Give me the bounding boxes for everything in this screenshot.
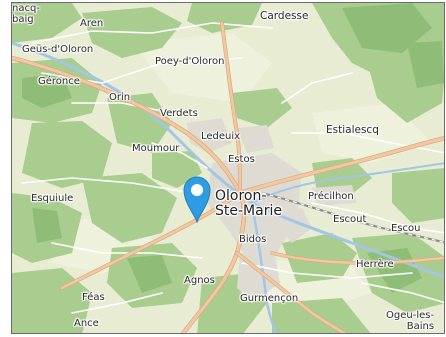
- railway: [261, 192, 444, 244]
- place-label-herrere: Herrère: [356, 259, 394, 270]
- place-label-precilhon: Précilhon: [308, 191, 354, 202]
- map-view[interactable]: nacq- baig Aren Cardesse Geüs-d'Oloron P…: [11, 2, 445, 334]
- place-label-verdets: Verdets: [160, 108, 198, 119]
- place-label-escout: Escout: [333, 214, 367, 225]
- place-label-oloron-ste-marie: Oloron- Ste-Marie: [215, 188, 282, 219]
- map-tiles[interactable]: [12, 3, 445, 334]
- forest-dense: [22, 3, 444, 293]
- place-label-estialescq: Estialescq: [326, 124, 379, 136]
- map-pin-icon[interactable]: [182, 175, 212, 223]
- place-label-nacq-baig: nacq- baig: [12, 3, 40, 25]
- place-label-gurmencon: Gurmençon: [240, 293, 299, 304]
- place-label-poey-doloron: Poey-d'Oloron: [155, 56, 225, 67]
- place-label-estos: Estos: [228, 154, 255, 165]
- place-label-ledeuix: Ledeuix: [201, 131, 241, 142]
- map-pin-center: [191, 184, 203, 196]
- place-label-cardesse: Cardesse: [260, 10, 309, 22]
- major-roads: [12, 21, 444, 333]
- place-label-geus-doloron: Geüs-d'Oloron: [22, 44, 94, 55]
- place-label-agnos: Agnos: [184, 275, 215, 286]
- minor-roads: [21, 22, 444, 314]
- place-label-ance: Ance: [74, 318, 99, 329]
- place-label-aren: Aren: [80, 18, 104, 29]
- place-label-orin: Orin: [109, 92, 131, 103]
- place-label-esquiule: Esquiule: [31, 193, 74, 204]
- place-label-bidos: Bidos: [239, 234, 267, 245]
- place-label-escou: Escou: [391, 223, 421, 234]
- place-label-feas: Féas: [82, 292, 105, 303]
- map-pin-shape: [183, 176, 211, 223]
- place-label-moumour: Moumour: [132, 143, 180, 154]
- place-label-ogeu-les-bains: Ogeu-les- Bains: [386, 310, 435, 332]
- rivers: [12, 41, 444, 333]
- place-label-geronce: Géronce: [38, 76, 80, 87]
